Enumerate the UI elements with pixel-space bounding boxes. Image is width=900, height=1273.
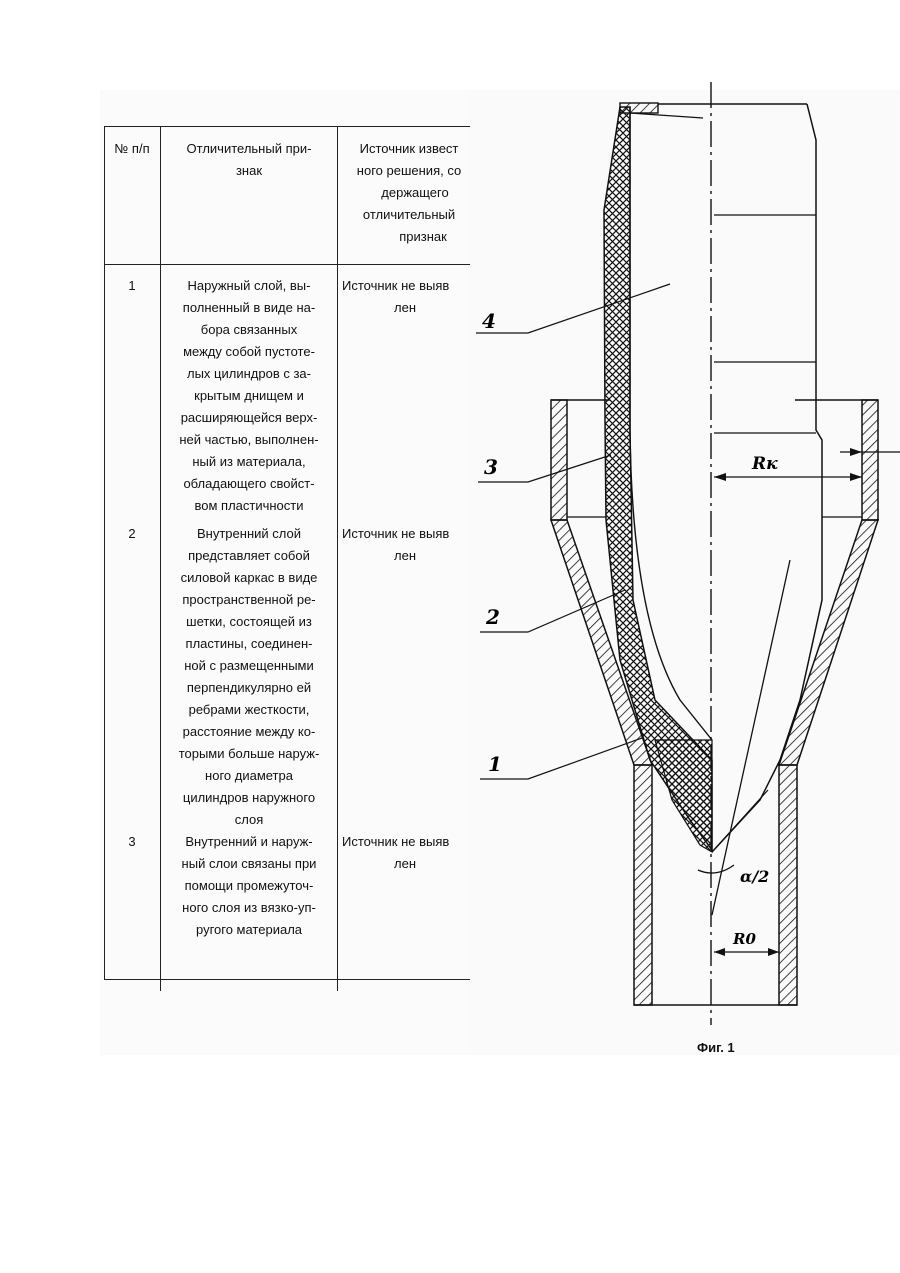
outer-wall-left-top: [551, 400, 567, 520]
label-alpha: α/2: [740, 867, 769, 886]
leader-1: [480, 738, 642, 779]
label-2: 2: [485, 605, 500, 629]
label-4: 4: [482, 309, 496, 333]
cone-line-left: [712, 790, 768, 852]
alpha-arc: [698, 865, 734, 873]
leader-4: [476, 284, 670, 333]
inner-core-tip: [655, 740, 712, 852]
top-slant: [630, 113, 703, 118]
outer-tube-left: [634, 765, 652, 1005]
top-cap: [620, 103, 658, 113]
outer-wall-right-top: [862, 400, 878, 520]
outer-tube-right: [779, 765, 797, 1005]
label-r0: R0: [732, 930, 756, 948]
figure-caption: Фиг. 1: [697, 1040, 735, 1055]
wall-dim-arrow: [850, 448, 862, 456]
outer-cone-right: [779, 520, 878, 765]
label-1: 1: [488, 752, 502, 776]
rk-arrow-left: [714, 473, 726, 481]
label-3: 3: [484, 455, 498, 479]
label-rk: Rк: [751, 454, 778, 474]
leader-3: [478, 455, 611, 482]
inner-body-wall-left: [604, 107, 712, 850]
rk-arrow-right: [850, 473, 862, 481]
r0-arrow-left: [714, 948, 725, 956]
r0-arrow-right: [768, 948, 779, 956]
